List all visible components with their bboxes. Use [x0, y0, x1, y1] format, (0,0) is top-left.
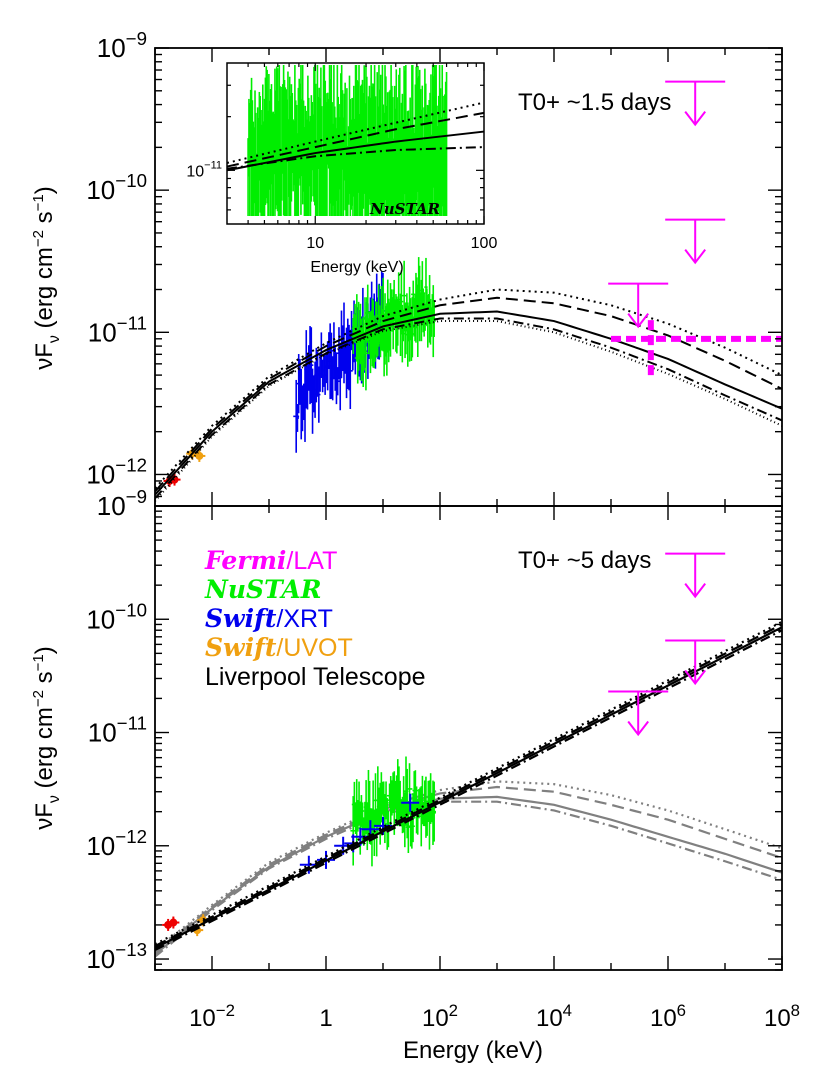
top-panel: 10−9 10−10 10−11 10−12 νFν (erg cm−2 s−1) — [30, 28, 783, 507]
fermi-upper-limit — [665, 80, 726, 127]
y-tick-label: 10−12 — [86, 454, 147, 489]
fermi-upper-limit — [665, 552, 726, 599]
x-axis-label: Energy (keV) — [403, 1037, 543, 1064]
inset-model-dashdot — [226, 146, 485, 170]
model-dashed — [154, 623, 783, 948]
inset-x-tick-label: 100 — [471, 235, 498, 252]
legend-uvot: Swift/UVOT — [205, 633, 353, 662]
legend-uvot-rest: /UVOT — [276, 634, 352, 662]
legend: Fermi/LAT NuSTAR Swift/XRT Swift/UVOT Li… — [204, 546, 426, 691]
legend-nustar-italic: NuSTAR — [204, 575, 322, 604]
y-tick-label: 10−10 — [86, 170, 147, 205]
x-tick-label: 102 — [422, 1001, 458, 1032]
x-tick-label: 104 — [536, 1001, 572, 1032]
top-annotation: T0+ ~1.5 days — [518, 89, 671, 116]
grey-model-dotted — [154, 780, 783, 951]
y-tick-label: 10−11 — [88, 312, 147, 347]
y-tick-label: 10−13 — [86, 939, 147, 974]
liverpool-point — [169, 918, 178, 927]
legend-uvot-italic: Swift — [205, 633, 277, 662]
fermi-upper-limit — [608, 690, 669, 737]
fermi-upper-limit — [608, 282, 669, 329]
model-solid — [154, 626, 783, 950]
y-tick-label: 10−12 — [86, 826, 147, 861]
inset-nustar-data — [247, 65, 448, 216]
model-dashdot — [154, 629, 783, 952]
x-tick-label: 106 — [650, 1001, 686, 1032]
model-dotted2 — [154, 320, 783, 502]
y-tick-label: 10−10 — [86, 599, 147, 634]
legend-fermi-rest: /LAT — [286, 547, 337, 575]
inset-x-tick-label: 10 — [306, 235, 324, 252]
inset-model-dotted — [226, 101, 485, 164]
legend-xrt-rest: /XRT — [276, 605, 333, 633]
inset-nustar-label: NuSTAR — [369, 200, 440, 218]
bottom-panel: 10−2 1 102 104 106 108 10−9 10−10 10−11 10−12 10−1… — [30, 486, 800, 1032]
y-tick-label: 10−9 — [97, 28, 147, 63]
inset-model-dashed — [226, 111, 485, 168]
y-tick-label: 10−11 — [88, 713, 147, 748]
legend-fermi-italic: Fermi — [204, 546, 286, 575]
x-tick-label: 108 — [764, 1001, 800, 1032]
legend-nustar: NuSTAR — [204, 575, 322, 604]
uvot-point — [195, 451, 204, 460]
legend-liverpool: Liverpool Telescope — [205, 663, 426, 691]
grey-model-dashed — [154, 785, 783, 954]
x-tick-label: 10−2 — [189, 1001, 235, 1032]
y-axis-label: νFν (erg cm−2 s−1) — [30, 186, 63, 370]
inset-y-tick-label: 10−11 — [186, 159, 222, 180]
legend-fermi: Fermi/LAT — [204, 546, 337, 575]
model-dashed — [154, 296, 783, 493]
bottom-annotation: T0+ ~5 days — [518, 547, 651, 574]
y-axis-label: νFν (erg cm−2 s−1) — [30, 646, 63, 830]
model-solid — [154, 310, 783, 496]
inset-frame — [226, 62, 485, 225]
inset-x-axis-label: Energy (keV) — [310, 259, 403, 276]
fermi-upper-limit — [665, 218, 726, 265]
x-tick-label: 1 — [319, 1005, 332, 1032]
legend-xrt: Swift/XRT — [205, 604, 333, 633]
legend-xrt-italic: Swift — [205, 604, 277, 633]
model-dashdot — [154, 317, 783, 499]
fermi-upper-limit — [665, 639, 726, 686]
y-tick-label: 10−9 — [97, 486, 147, 521]
grey-model-solid — [154, 795, 783, 956]
